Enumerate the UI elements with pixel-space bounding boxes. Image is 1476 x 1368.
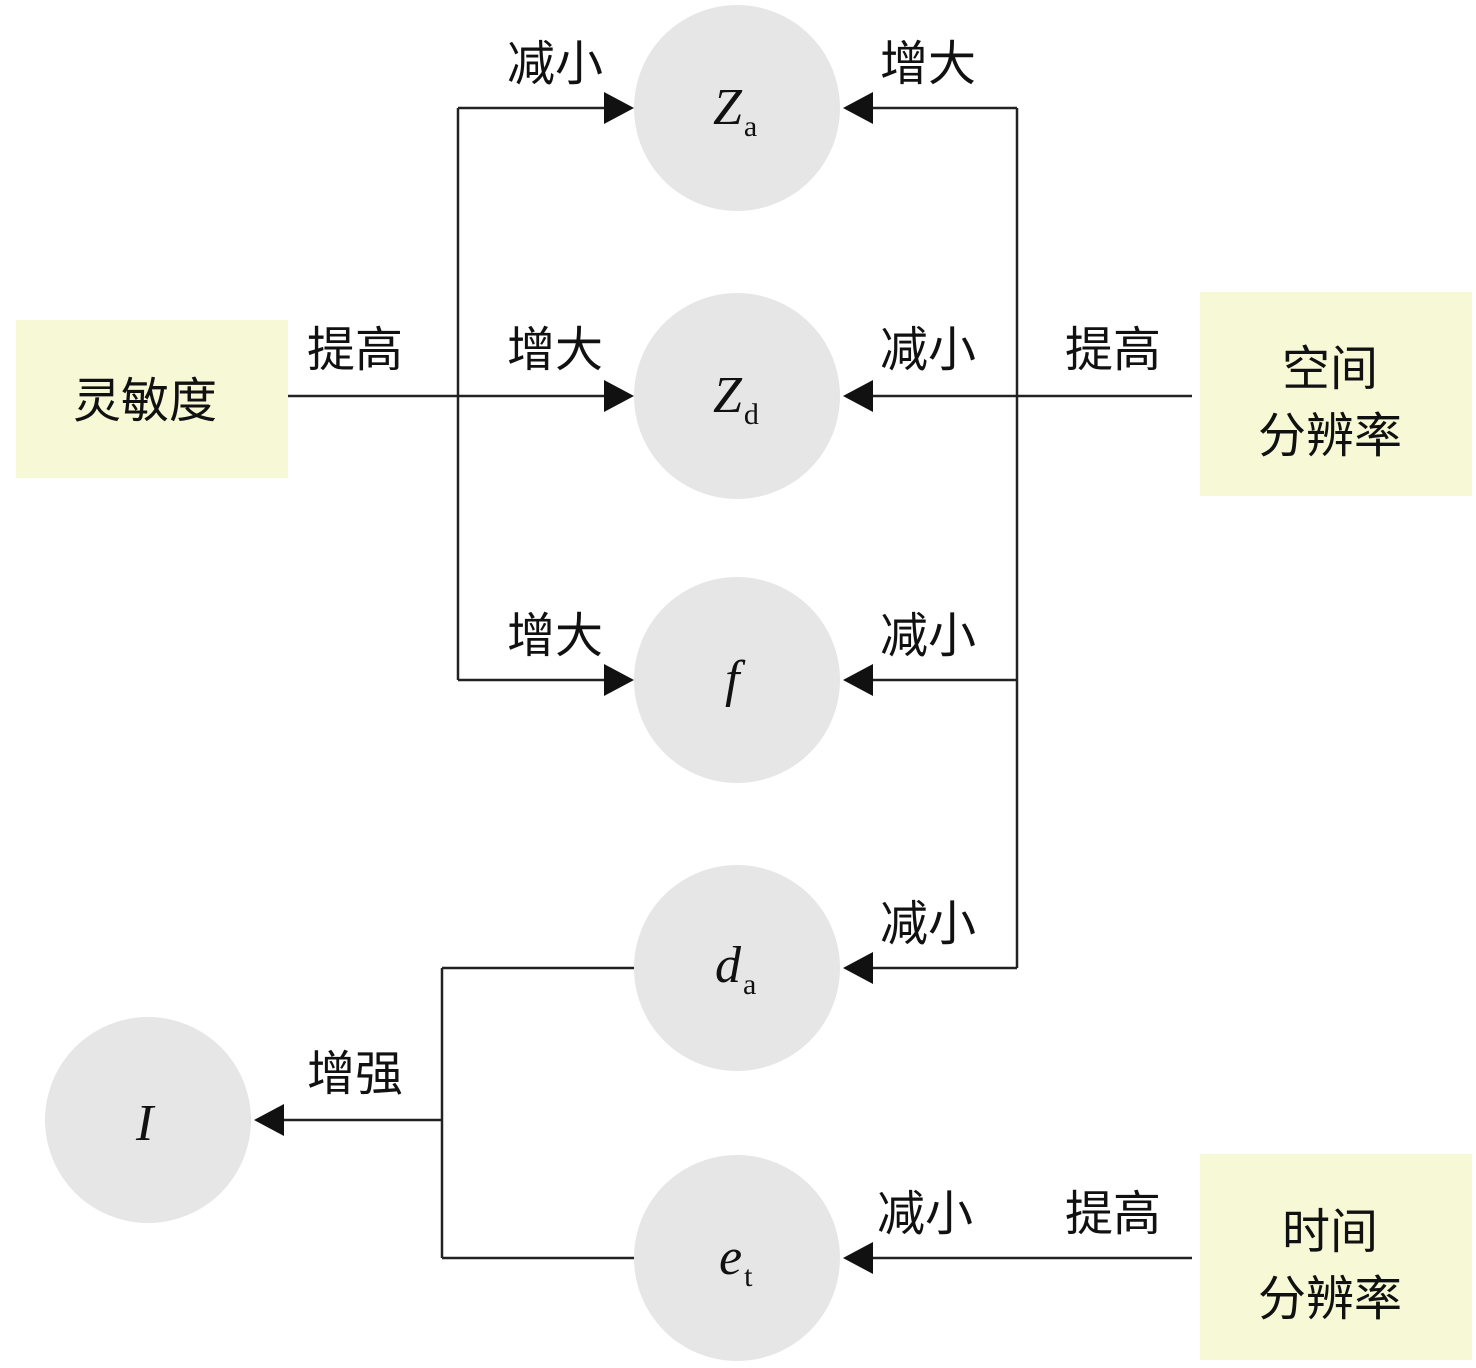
arrowhead-to-i [254, 1104, 284, 1136]
sensitivity-box [16, 320, 288, 478]
arrowhead-spatial-zd [843, 380, 873, 412]
arrowhead-sensitivity-f [604, 664, 634, 696]
label-spatial-improve: 提高 [1065, 322, 1161, 378]
arrowhead-temporal-et [843, 1242, 873, 1274]
spatial-resolution-label-line2: 分辨率 [1258, 408, 1402, 464]
node-da-symbol: da [715, 937, 756, 1001]
node-zd [634, 293, 840, 499]
label-temporal-to-et: 减小 [877, 1186, 973, 1242]
label-spatial-to-za: 增大 [880, 36, 976, 92]
label-to-i: 增强 [307, 1046, 403, 1102]
sensitivity-label: 灵敏度 [73, 373, 217, 429]
label-sensitivity-improve: 提高 [307, 322, 403, 378]
label-spatial-to-f: 减小 [880, 608, 976, 664]
node-f [634, 577, 840, 783]
temporal-resolution-label-line1: 时间 [1282, 1204, 1378, 1260]
label-temporal-improve: 提高 [1065, 1186, 1161, 1242]
arrowhead-spatial-f [843, 664, 873, 696]
node-za [634, 5, 840, 211]
temporal-resolution-label-line2: 分辨率 [1258, 1271, 1402, 1327]
node-i [45, 1017, 251, 1223]
node-da [634, 865, 840, 1071]
node-za-symbol: Za [713, 79, 757, 143]
spatial-resolution-label-line1: 空间 [1282, 341, 1378, 397]
node-et-symbol: et [719, 1229, 753, 1293]
temporal-resolution-box [1200, 1154, 1472, 1360]
label-sensitivity-to-f: 增大 [507, 608, 603, 664]
label-sensitivity-to-zd: 增大 [507, 322, 603, 378]
node-et [634, 1155, 840, 1361]
node-i-symbol: I [135, 1095, 156, 1152]
arrowhead-spatial-za [843, 92, 873, 124]
arrowhead-sensitivity-za [604, 92, 634, 124]
label-spatial-to-zd: 减小 [880, 322, 976, 378]
label-spatial-to-da: 减小 [880, 896, 976, 952]
label-sensitivity-to-za: 减小 [507, 36, 603, 92]
spatial-resolution-box [1200, 292, 1472, 496]
node-zd-symbol: Zd [713, 367, 759, 431]
arrowhead-spatial-da [843, 952, 873, 984]
arrowhead-sensitivity-zd [604, 380, 634, 412]
